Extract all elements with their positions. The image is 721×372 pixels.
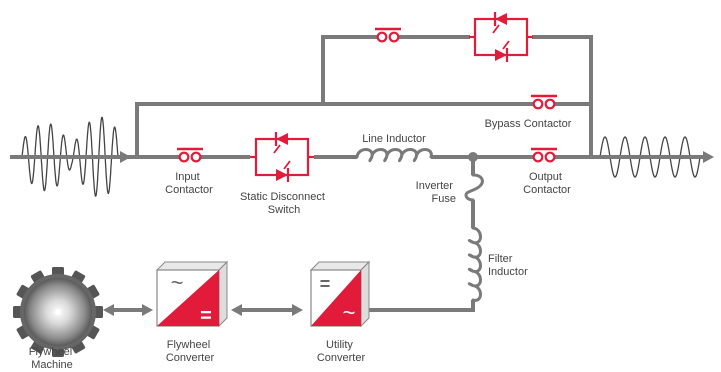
converter-to-converter-arrow bbox=[231, 304, 303, 316]
thyristor-upper-gate bbox=[273, 144, 281, 154]
upper-bypass-contactor bbox=[373, 27, 403, 43]
static-switch-label: Static Disconnect Switch bbox=[240, 191, 328, 216]
junction-node bbox=[468, 152, 478, 162]
input-arrow-head bbox=[120, 151, 131, 163]
inverter-fuse-label: Inverter Fuse bbox=[416, 180, 456, 205]
input-waveform bbox=[21, 116, 119, 198]
flywheel-converter: ~ = bbox=[155, 260, 229, 328]
contact-left-icon bbox=[532, 98, 544, 110]
line-inductor bbox=[355, 148, 433, 163]
output-contactor bbox=[529, 147, 559, 163]
switch-box bbox=[254, 137, 310, 177]
bypass-wire-right bbox=[559, 102, 593, 157]
arrow-head-left bbox=[103, 304, 114, 316]
contact-right-icon bbox=[388, 31, 400, 43]
output-contactor-label: Output Contactor bbox=[523, 171, 571, 196]
flywheel-hub bbox=[55, 309, 61, 315]
contact-left-icon bbox=[376, 31, 388, 43]
thyristor-upper-gate bbox=[492, 24, 500, 34]
thyristor-upper-icon bbox=[495, 13, 507, 25]
ac-symbol-icon: ~ bbox=[343, 300, 356, 325]
contact-right-icon bbox=[544, 98, 556, 110]
contact-right-icon bbox=[544, 151, 556, 163]
arrow-head-right bbox=[292, 304, 303, 316]
utility-converter-red bbox=[311, 270, 361, 326]
output-arrow-head bbox=[703, 151, 714, 163]
input-contactor bbox=[175, 147, 205, 163]
inverter-fuse bbox=[464, 173, 484, 202]
thyristor-lower-icon bbox=[495, 49, 507, 61]
dc-symbol-icon: = bbox=[200, 305, 212, 327]
utility-converter: = ~ bbox=[309, 260, 371, 328]
flywheel-machine-label: Flywheel Machine bbox=[29, 346, 75, 371]
utility-converter-label: Utility Converter bbox=[317, 339, 366, 364]
flywheel-converter-red bbox=[157, 270, 219, 326]
upper-bypass-wire-3 bbox=[532, 35, 593, 104]
upper-bypass-wire bbox=[321, 35, 373, 104]
static-disconnect-switch bbox=[250, 132, 314, 182]
bypass-contactor bbox=[529, 94, 559, 110]
arrow-head-left bbox=[231, 304, 242, 316]
utility-converter-back bbox=[309, 261, 371, 271]
bypass-contactor-label: Bypass Contactor bbox=[485, 118, 572, 130]
thyristor-lower-icon bbox=[276, 169, 288, 181]
utility-converter-side bbox=[360, 260, 370, 328]
arrow-head-right bbox=[142, 304, 153, 316]
flywheel-to-converter-arrow bbox=[103, 304, 153, 316]
line-inductor-label: Line Inductor bbox=[362, 133, 426, 145]
filter-to-converter-wire bbox=[365, 300, 475, 312]
ac-symbol-icon: ~ bbox=[171, 270, 184, 295]
filter-inductor bbox=[467, 226, 482, 302]
switch-box bbox=[473, 17, 529, 57]
flywheel-converter-back bbox=[155, 261, 229, 271]
bypass-wire-left bbox=[135, 102, 529, 157]
contact-right-icon bbox=[190, 151, 202, 163]
filter-inductor-label: Filter Inductor bbox=[488, 253, 528, 278]
thyristor-upper-icon bbox=[276, 133, 288, 145]
contact-left-icon bbox=[532, 151, 544, 163]
thyristor-lower-gate bbox=[283, 160, 291, 170]
thyristor-lower-gate bbox=[502, 40, 510, 50]
flywheel-machine-icon bbox=[13, 267, 103, 357]
contact-left-icon bbox=[178, 151, 190, 163]
upper-static-switch bbox=[469, 12, 533, 62]
flywheel-converter-side bbox=[218, 260, 228, 328]
dc-symbol-icon: = bbox=[320, 274, 331, 294]
flywheel-converter-label: Flywheel Converter bbox=[166, 339, 215, 364]
input-contactor-label: Input Contactor bbox=[165, 171, 213, 196]
